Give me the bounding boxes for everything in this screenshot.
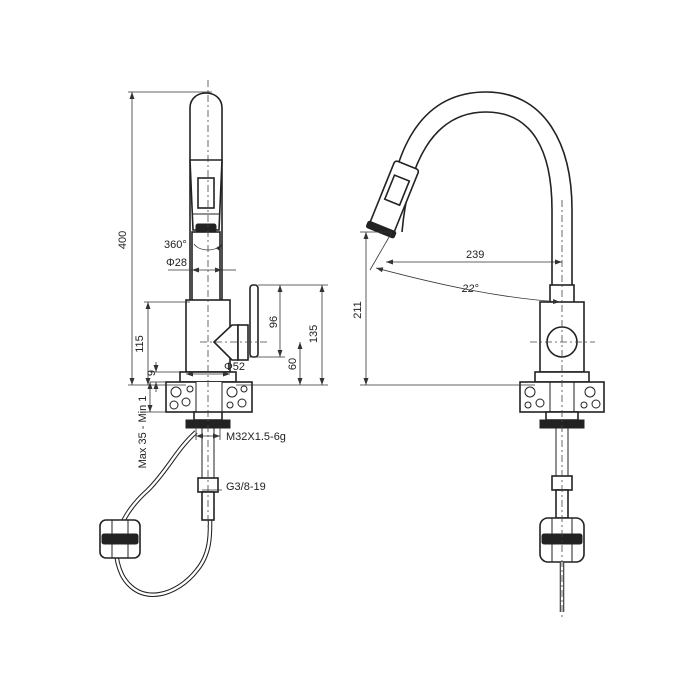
side-hose bbox=[113, 430, 213, 597]
dim-swivel: 360° bbox=[164, 239, 187, 251]
side-spout-neck bbox=[191, 231, 221, 305]
dim-body-height: 135 bbox=[308, 325, 320, 343]
dim-base-height: 115 bbox=[134, 335, 146, 353]
side-hose-weight bbox=[99, 519, 141, 559]
dim-mount-thread: M32X1.5-6g bbox=[226, 431, 286, 443]
dim-outlet-height: 211 bbox=[352, 301, 364, 319]
front-spout-outer bbox=[385, 91, 573, 300]
dim-spout-diameter: Φ28 bbox=[166, 257, 187, 269]
side-deck bbox=[165, 381, 253, 413]
front-view: 239 22° 211 bbox=[352, 91, 605, 620]
side-spray-nozzle bbox=[195, 223, 217, 233]
front-spray-head bbox=[366, 160, 420, 239]
side-handle-lever bbox=[249, 284, 259, 358]
dim-total-height: 400 bbox=[117, 231, 129, 249]
dim-reach: 239 bbox=[466, 249, 484, 261]
dim-body-diameter: Φ52 bbox=[224, 361, 245, 373]
dim-deck-gap: 9 bbox=[146, 370, 158, 376]
dim-deck-thickness: Max 35 - Min 1 bbox=[137, 396, 149, 469]
side-handle-base bbox=[237, 324, 249, 361]
dim-hose-thread: G3/8-19 bbox=[226, 481, 266, 493]
side-spray-button bbox=[197, 177, 215, 209]
dim-handle-axis: 60 bbox=[287, 358, 299, 370]
front-spout-inner bbox=[401, 111, 553, 300]
side-view: 400 115 360° Φ28 96 135 60 Φ52 9 bbox=[99, 80, 328, 597]
dim-spray-angle: 22° bbox=[461, 283, 479, 295]
dim-handle-height: 96 bbox=[268, 316, 280, 328]
